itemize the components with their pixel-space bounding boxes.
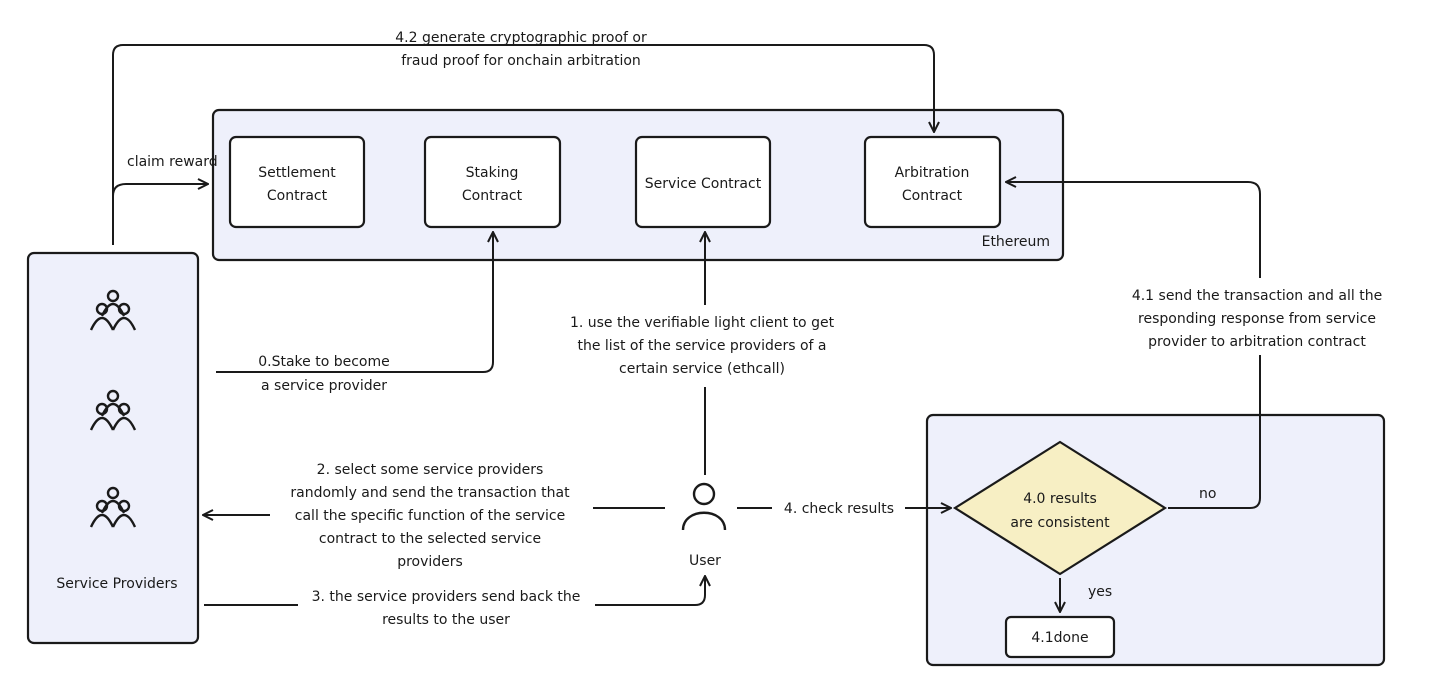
- done-box[interactable]: 4.1done: [1004, 615, 1116, 659]
- claim-reward-label: claim reward: [127, 154, 218, 170]
- no-label: no: [1199, 486, 1216, 502]
- edge-4-1-label-line-2: responding response from service: [1138, 311, 1376, 327]
- group-icon: [89, 486, 137, 528]
- service-providers-label: Service Providers: [56, 576, 177, 592]
- decision-label-line-2: are consistent: [1010, 515, 1110, 531]
- settlement-contract-label-line-2: Contract: [267, 188, 328, 204]
- staking-contract-label-line-2: Contract: [462, 188, 523, 204]
- stake-label-line-2: a service provider: [261, 378, 387, 394]
- service-contract-label: Service Contract: [645, 176, 762, 192]
- staking-contract-label-line-1: Staking: [466, 165, 519, 181]
- user-icon[interactable]: [681, 482, 727, 531]
- edge-0-stake: [216, 232, 493, 373]
- edge-3-send-results-arrow: [595, 576, 705, 606]
- edge-2-label-line-4: contract to the selected service: [319, 531, 541, 547]
- edge-4-1-label-line-3: provider to arbitration contract: [1148, 334, 1366, 350]
- edge-1-label-line-3: certain service (ethcall): [619, 361, 785, 377]
- group-icon: [89, 289, 137, 331]
- results-consistent-decision[interactable]: 4.0 results are consistent: [952, 440, 1168, 576]
- arbitration-contract-label-line-2: Contract: [902, 188, 963, 204]
- verification-panel: [925, 413, 1386, 667]
- done-label: 4.1done: [1031, 630, 1088, 646]
- edge-1-label-line-2: the list of the service providers of a: [577, 338, 826, 354]
- service-providers-panel: [26, 251, 200, 645]
- stake-label-line-1: 0.Stake to become: [258, 354, 390, 370]
- ethereum-label: Ethereum: [982, 234, 1050, 250]
- settlement-contract-label-line-1: Settlement: [258, 165, 336, 181]
- edge-2-label-line-1: 2. select some service providers: [317, 462, 544, 478]
- check-results-label: 4. check results: [784, 501, 894, 517]
- user-label: User: [689, 553, 721, 569]
- edge-no-branch: [1168, 355, 1261, 509]
- staking-contract[interactable]: Staking Contract: [423, 135, 562, 229]
- edge-4-2-label-line-1: 4.2 generate cryptographic proof or: [395, 30, 647, 46]
- edge-4-2-label-line-2: fraud proof for onchain arbitration: [401, 53, 641, 69]
- edge-4-1-label-line-1: 4.1 send the transaction and all the: [1132, 288, 1382, 304]
- settlement-contract[interactable]: Settlement Contract: [228, 135, 366, 229]
- edge-3-label-line-1: 3. the service providers send back the: [312, 589, 581, 605]
- edge-2-label-line-5: providers: [397, 554, 463, 570]
- edge-3-label-line-2: results to the user: [382, 612, 510, 628]
- service-contract[interactable]: Service Contract: [634, 135, 772, 229]
- arbitration-contract-label-line-1: Arbitration: [895, 165, 970, 181]
- edge-2-label-line-3: call the specific function of the servic…: [295, 508, 565, 524]
- decision-label-line-1: 4.0 results: [1023, 491, 1097, 507]
- arbitration-contract[interactable]: Arbitration Contract: [863, 135, 1002, 229]
- edge-claim-reward: [112, 184, 208, 197]
- edge-1-label-line-1: 1. use the verifiable light client to ge…: [570, 315, 835, 331]
- edge-2-label-line-2: randomly and send the transaction that: [290, 485, 570, 501]
- group-icon: [89, 389, 137, 431]
- edge-4-1-send-to-arbitration: [1006, 182, 1261, 278]
- edge-4-2-arbitration-proof: [112, 44, 934, 245]
- yes-label: yes: [1088, 584, 1112, 600]
